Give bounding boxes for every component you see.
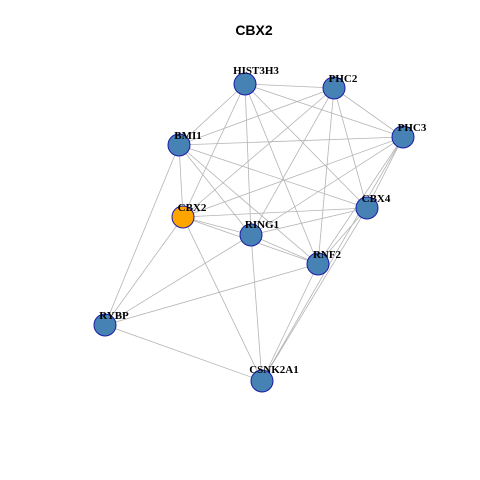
node-label-phc2: PHC2	[329, 73, 358, 85]
node-phc2[interactable]	[322, 76, 346, 100]
edge-bmi1-ring1	[178, 144, 252, 236]
edge-hist3h3-cbx4	[244, 83, 368, 209]
node-label-rnf2: RNF2	[313, 249, 342, 261]
edge-cbx4-cbx2	[182, 207, 368, 218]
edge-bmi1-cbx4	[178, 144, 368, 209]
edge-rnf2-csnk2a1	[261, 263, 319, 382]
edge-phc2-cbx4	[333, 87, 368, 209]
node-cbx4[interactable]	[355, 196, 379, 220]
edge-cbx4-ring1	[250, 207, 368, 236]
edge-ring1-csnk2a1	[250, 234, 263, 382]
edge-bmi1-rnf2	[178, 144, 319, 265]
node-label-cbx4: CBX4	[362, 193, 391, 205]
node-bmi1[interactable]	[167, 133, 191, 157]
edge-phc3-cbx4	[366, 136, 404, 209]
node-csnk2a1[interactable]	[250, 369, 274, 393]
edge-cbx2-ring1	[182, 216, 252, 236]
edge-bmi1-cbx2	[178, 144, 184, 218]
edge-hist3h3-cbx2	[182, 83, 246, 218]
node-label-ring1: RING1	[245, 219, 279, 231]
node-label-cbx2: CBX2	[178, 202, 207, 214]
edge-rnf2-rybp	[104, 263, 319, 326]
edge-cbx4-rnf2	[317, 207, 368, 265]
node-cbx2[interactable]	[171, 205, 195, 229]
edge-phc3-csnk2a1	[261, 136, 404, 382]
edge-phc3-ring1	[250, 136, 404, 236]
edge-cbx4-csnk2a1	[261, 207, 368, 382]
edge-hist3h3-ring1	[244, 83, 252, 236]
edge-phc2-rnf2	[317, 87, 335, 265]
edge-hist3h3-phc3	[244, 83, 404, 138]
edge-phc2-bmi1	[178, 87, 335, 146]
edge-hist3h3-bmi1	[178, 83, 246, 146]
edge-hist3h3-phc2	[244, 83, 335, 89]
node-hist3h3[interactable]	[233, 72, 257, 96]
node-label-rybp: RYBP	[99, 310, 129, 322]
node-ring1[interactable]	[239, 223, 263, 247]
edge-phc2-phc3	[333, 87, 404, 138]
node-label-bmi1: BMI1	[174, 130, 202, 142]
node-rnf2[interactable]	[306, 252, 330, 276]
labels-layer: HIST3H3PHC2PHC3BMI1CBX4CBX2RING1RNF2RYBP…	[99, 65, 427, 376]
edge-hist3h3-rnf2	[244, 83, 319, 265]
node-label-hist3h3: HIST3H3	[233, 65, 279, 77]
node-phc3[interactable]	[391, 125, 415, 149]
edge-cbx2-csnk2a1	[182, 216, 263, 382]
edge-phc2-ring1	[250, 87, 335, 236]
node-label-phc3: PHC3	[398, 122, 427, 134]
nodes-layer	[93, 72, 415, 393]
edge-cbx2-rybp	[104, 216, 184, 326]
edge-phc3-cbx2	[182, 136, 404, 218]
node-label-csnk2a1: CSNK2A1	[249, 364, 299, 376]
edge-rybp-csnk2a1	[104, 324, 263, 382]
edge-ring1-rnf2	[250, 234, 319, 265]
diagram-title: CBX2	[235, 22, 273, 38]
edge-phc2-cbx2	[182, 87, 335, 218]
edge-phc3-bmi1	[178, 136, 404, 146]
node-rybp[interactable]	[93, 313, 117, 337]
edge-bmi1-rybp	[104, 144, 180, 326]
edges-layer	[104, 83, 404, 382]
edge-ring1-rybp	[104, 234, 252, 326]
